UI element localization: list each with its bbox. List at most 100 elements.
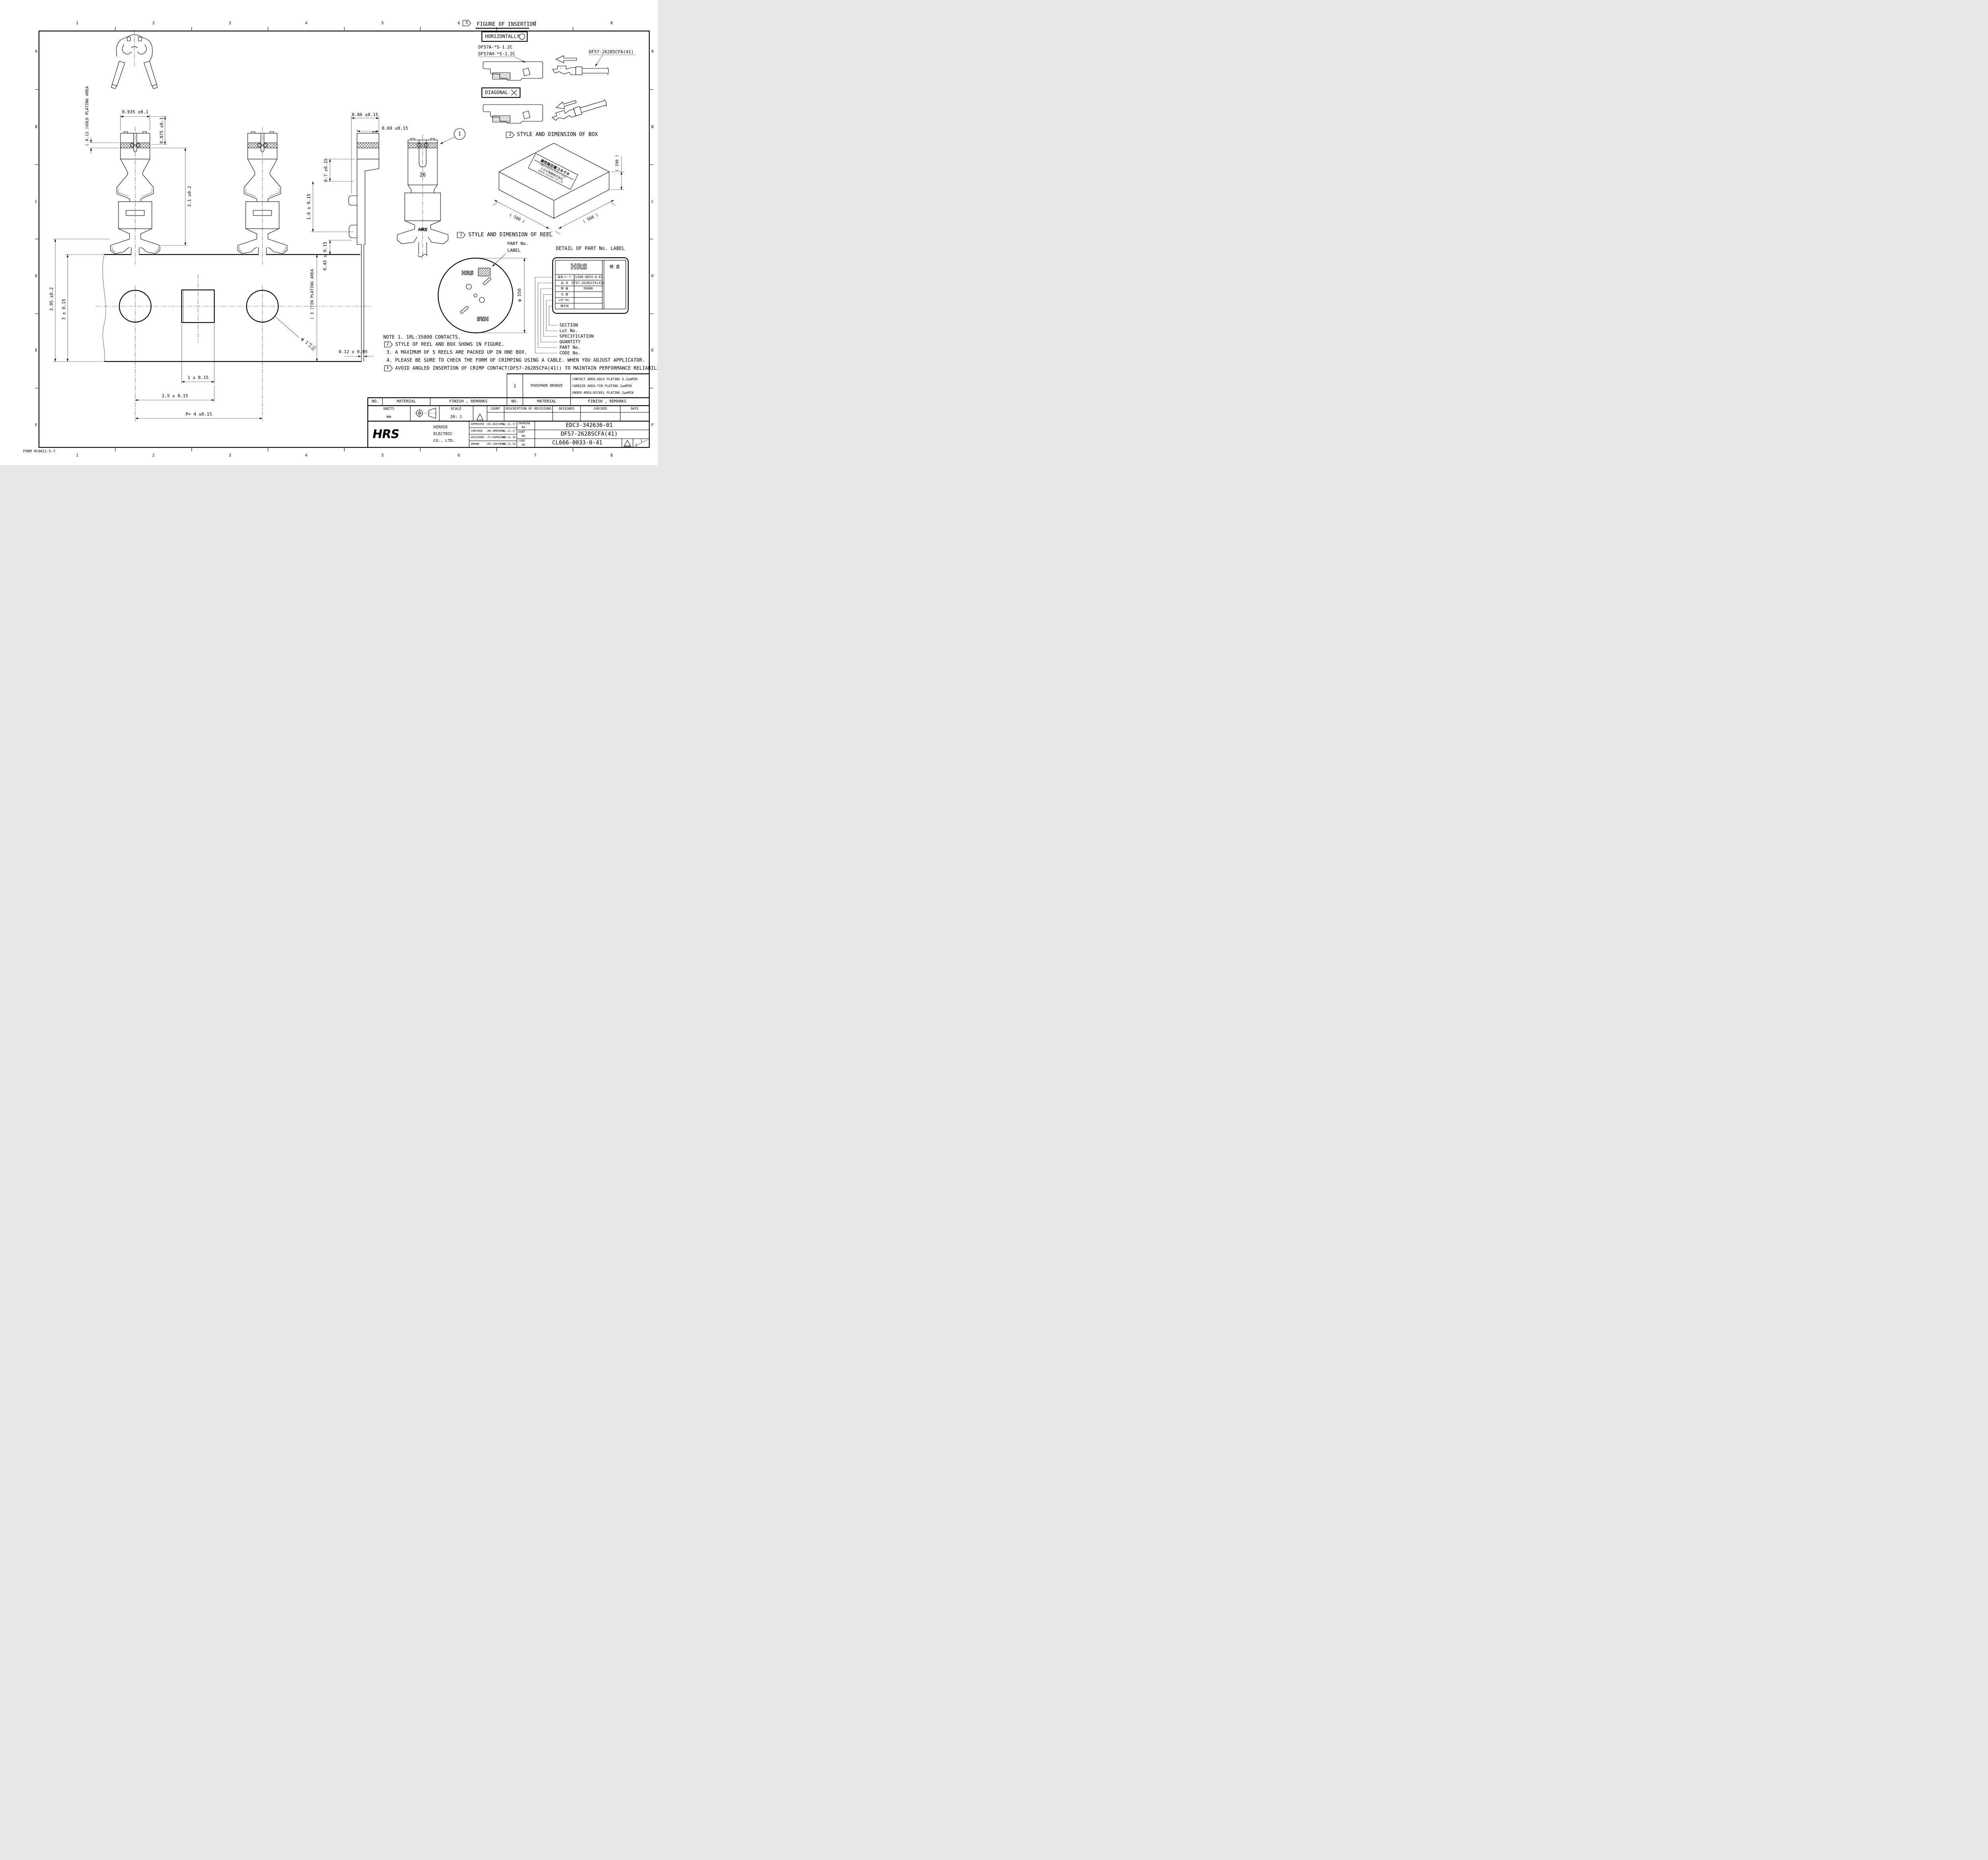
- grid-col-label: 4: [305, 453, 308, 458]
- note-marker-2-box: 2: [509, 132, 512, 137]
- grid-col-label: 2: [152, 21, 155, 25]
- note-marker-5: 5: [465, 20, 468, 25]
- drawn-label: DRAWN: [471, 442, 480, 445]
- part-no-label1: PART: [518, 430, 525, 434]
- border-frame: [35, 27, 653, 451]
- view-front-1: [110, 126, 160, 265]
- checked-label: CHECKED: [471, 429, 483, 432]
- grid-row-label: E: [651, 348, 654, 353]
- callout-section: SECTION: [559, 323, 578, 328]
- checked-col-label: CHECKED: [594, 406, 607, 410]
- code-no-label1: CODE: [518, 439, 525, 443]
- grid-col-label: 1: [76, 453, 79, 458]
- grid-row-label: B: [35, 124, 38, 129]
- mat-row-finish2: CARRIER AREA:TIN PLATING 1μmMIN: [572, 384, 632, 388]
- view-back: [397, 134, 448, 260]
- grid-row-label: D: [651, 274, 654, 278]
- dim-1: 1 ± 0.15: [187, 375, 209, 381]
- callout-code-no: CODE No.: [559, 350, 580, 356]
- note-2: STYLE OF REEL AND BOX SHOWS IN FIGURE.: [395, 341, 505, 347]
- dimension-lines: [53, 115, 466, 420]
- grid-col-label: 1: [76, 21, 79, 25]
- grid-row-label: B: [651, 124, 654, 129]
- ref-df57ah: DF57AH-*S-1.2C: [478, 51, 515, 57]
- contact-stamp-26: 26: [419, 172, 426, 179]
- units-value: mm: [386, 414, 392, 419]
- revisions-label: DESCRIPTION OF REVISIONS: [505, 406, 551, 410]
- callout-lot-no: Lot No.: [559, 328, 578, 334]
- title-block-lines: [368, 406, 649, 447]
- dim-395: 3.95 ±0.2: [49, 287, 54, 311]
- note-5-marker: 5: [386, 365, 389, 370]
- grid-col-label: 8: [610, 453, 613, 458]
- label-row-value: 35000: [583, 286, 593, 290]
- company-line2: ELECTRIC: [433, 431, 453, 436]
- box-heading: STYLE AND DIMENSION OF BOX: [517, 132, 598, 138]
- grid-col-label: 6: [457, 453, 460, 458]
- grid-row-label: F: [651, 423, 654, 428]
- carrier-strip: [95, 254, 372, 422]
- label-row-key: 品 名: [561, 281, 569, 284]
- revision-triangle-header-icon: [476, 413, 483, 420]
- revision-triangle-icon: [623, 439, 631, 447]
- dim-tin-plating-area: ( 3 )TIN PLATING AREA: [310, 269, 315, 320]
- label-row-key: LOT No.: [559, 298, 571, 302]
- part-no-value: DF57-2628SCFA(41): [561, 431, 618, 437]
- material-table-lines: [367, 373, 649, 447]
- label-row-key: 品名コード: [557, 275, 572, 279]
- note-3: 3. A MAXIMUM OF 5 REELS ARE PACKED UP IN…: [386, 349, 528, 355]
- grid-row-label: A: [35, 49, 38, 54]
- dim-gold-plating-area: ( 0.12 )GOLD PLATING AREA: [85, 86, 89, 146]
- drawing-canvas: [35, 20, 653, 451]
- dim-31: 3.1 ±0.2: [187, 186, 192, 207]
- ref-df57-2628: DF57-2628SCFA(41): [589, 49, 634, 55]
- callout-quantity: QUANTITY: [559, 339, 580, 345]
- units-label: UNITS: [383, 407, 394, 411]
- form-number: FORM HC0011-5-7: [23, 449, 56, 454]
- dim-045: 0.45 ± 0.15: [322, 241, 328, 271]
- hrs-logo-stamp: HRS: [417, 227, 428, 233]
- scale-value: 20: 1: [450, 414, 462, 419]
- designed-name: :TS.KUMAZAWA: [486, 435, 506, 439]
- grid-col-label: 6: [457, 21, 460, 25]
- mat-row-no: 1: [513, 383, 516, 389]
- dim-16: 1.6 ± 0.15: [306, 193, 312, 220]
- balloon-1: 1: [458, 131, 461, 137]
- dim-069: 0.69 ±0.15: [382, 126, 408, 131]
- callout-specification: SPECIFICATION: [559, 334, 594, 339]
- grid-row-label: F: [35, 423, 38, 428]
- mat-header-material2: MATERIAL: [537, 399, 557, 404]
- count-label: COUNT: [490, 406, 501, 410]
- ref-df57a: DF57A-*S-1.2C: [478, 45, 513, 50]
- dim-0875: 0.875 ±0.1: [159, 117, 165, 144]
- dim-25: 2.5 ± 0.15: [161, 393, 188, 399]
- code-no-label2: NO.: [522, 443, 527, 447]
- reel-pointer-line2: LABEL: [507, 248, 521, 253]
- diagonal-label: DIAGONAL: [485, 89, 508, 95]
- note-4: 4. PLEASE BE SURE TO CHECK THE FORM OF C…: [386, 357, 645, 363]
- mat-header-no2: NO.: [511, 399, 519, 404]
- sheet-number-bottom: 1: [635, 443, 637, 447]
- hrs-logo-reel: HRS: [461, 270, 474, 277]
- approved-label: APPROVED: [471, 422, 484, 426]
- label-row-value: DF57-2628SCFA(41): [572, 281, 604, 285]
- code-no-value: CL666-0033-0-41: [552, 439, 603, 446]
- approved-date: 12.11.17: [502, 422, 516, 426]
- grid-col-label: 5: [381, 21, 384, 25]
- label-row-value: CL666-0033-0-41: [573, 275, 603, 279]
- grid-col-label: 4: [305, 21, 308, 25]
- hrs-logo-titleblock: HRS: [371, 427, 400, 441]
- dim-012: 0.12 ± 0.05: [338, 349, 368, 355]
- mat-row-finish3: UNDER AREA:NICKEL PLATING 2μmMIN: [572, 391, 634, 395]
- company-line1: HIROSE: [433, 425, 448, 430]
- cross-mark-icon: [511, 89, 517, 96]
- box-isometric: [492, 132, 624, 234]
- grid-col-label: 8: [610, 21, 613, 25]
- checked-date: 12.11.17: [502, 429, 516, 432]
- dim-07: 0.7 ±0.15: [323, 158, 329, 182]
- dim-0935: 0.935 ±0.1: [122, 109, 149, 115]
- balloon-1-circle: [454, 128, 466, 140]
- label-inspection: 検 査: [609, 264, 620, 269]
- view-perspective: [111, 29, 158, 89]
- sheet-number-top: 1: [640, 439, 643, 443]
